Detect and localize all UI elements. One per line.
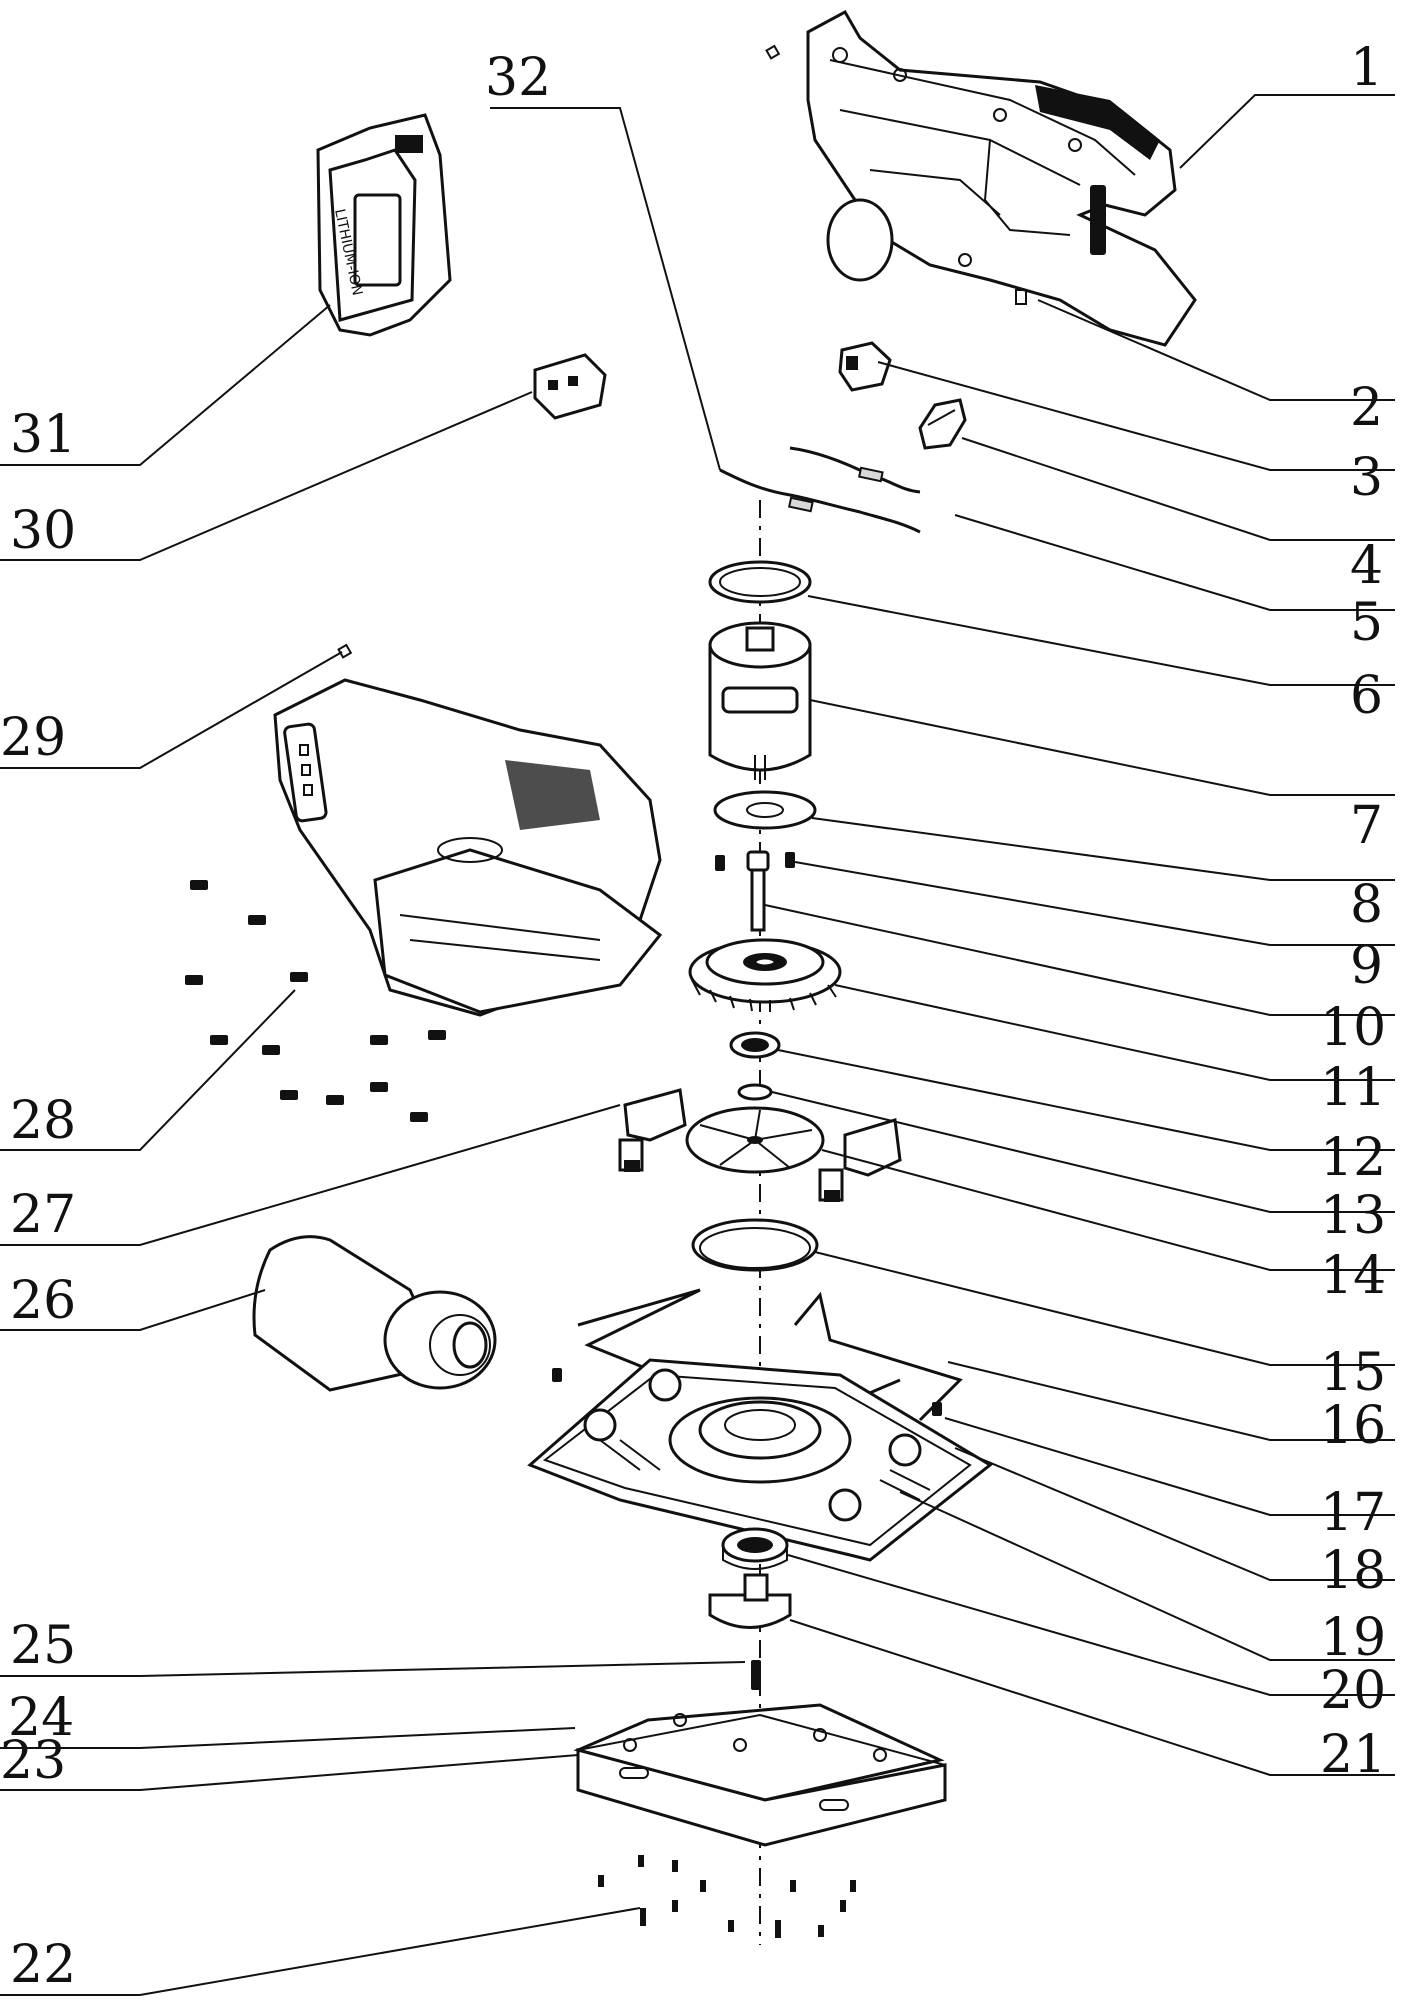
part-sanding-sheet-24 [573,1703,945,1802]
label-part-12: 12 [1320,1128,1386,1188]
label-part-16: 16 [1320,1396,1386,1456]
part-switch [838,341,892,392]
label-part-25: 25 [10,1616,76,1676]
part-sanding-pad-23 [576,1713,947,1847]
part-bracket-8 [713,790,817,830]
part-shaft-10 [746,850,770,932]
part-fan-14 [685,1106,825,1174]
part-washer-13 [737,1083,773,1101]
part-switch-cap [918,398,967,450]
part-number-labels: 1 2 3 4 5 6 7 8 9 10 11 12 13 14 15 16 1… [0,38,1386,1995]
part-sander-assembled [273,643,663,1017]
label-part-24: 24 [8,1688,74,1748]
part-screws-22 [598,1855,856,1938]
part-dust-bag-26 [252,1235,497,1392]
part-bearing-12 [729,1031,781,1059]
label-part-15: 15 [1320,1343,1386,1403]
label-part-8: 8 [1350,875,1383,935]
label-part-23: 23 [0,1731,66,1791]
part-screw-17-left [552,1368,562,1382]
part-brush-holder-right [818,1118,902,1202]
label-part-19: 19 [1320,1608,1386,1668]
label-part-7: 7 [1350,796,1383,856]
label-part-26: 26 [10,1271,76,1331]
label-part-28: 28 [10,1091,76,1151]
label-part-18: 18 [1320,1541,1386,1601]
part-terminal-30 [533,353,607,420]
part-screws-28 [185,880,446,1122]
label-part-27: 27 [10,1185,76,1245]
label-part-11: 11 [1320,1058,1386,1118]
label-part-17: 17 [1320,1483,1386,1543]
part-screw-25 [751,1660,761,1690]
label-part-30: 30 [10,501,76,561]
label-part-14: 14 [1320,1246,1386,1306]
leader-lines [0,94,1395,1996]
label-part-13: 13 [1320,1186,1386,1246]
label-part-2: 2 [1350,378,1383,438]
label-part-4: 4 [1350,536,1383,596]
part-motor-7 [708,621,812,780]
part-ring-15 [691,1218,819,1272]
label-part-22: 22 [10,1935,76,1995]
label-part-6: 6 [1350,666,1383,726]
label-part-3: 3 [1350,448,1383,508]
part-screw-17-right [932,1402,942,1416]
label-part-10: 10 [1320,998,1386,1058]
part-eccentric-21 [708,1573,792,1629]
label-part-29: 29 [0,708,66,768]
part-bearing-20 [721,1527,789,1570]
part-housing-half [765,9,1197,347]
label-part-5: 5 [1350,593,1383,653]
part-gear-fan-11 [688,938,842,1012]
part-motor-ring-6 [708,560,812,604]
label-part-31: 31 [10,405,76,465]
label-part-32: 32 [485,48,551,108]
part-base-plate-19 [527,1358,993,1562]
label-part-21: 21 [1320,1725,1386,1785]
label-part-20: 20 [1320,1661,1386,1721]
part-wire-harness [719,446,921,534]
label-part-9: 9 [1350,936,1383,996]
part-screws-9 [715,852,795,871]
part-brush-holder-left [618,1088,687,1172]
label-part-1: 1 [1350,38,1383,98]
part-battery-31: LITHIUM-ION [316,113,452,337]
